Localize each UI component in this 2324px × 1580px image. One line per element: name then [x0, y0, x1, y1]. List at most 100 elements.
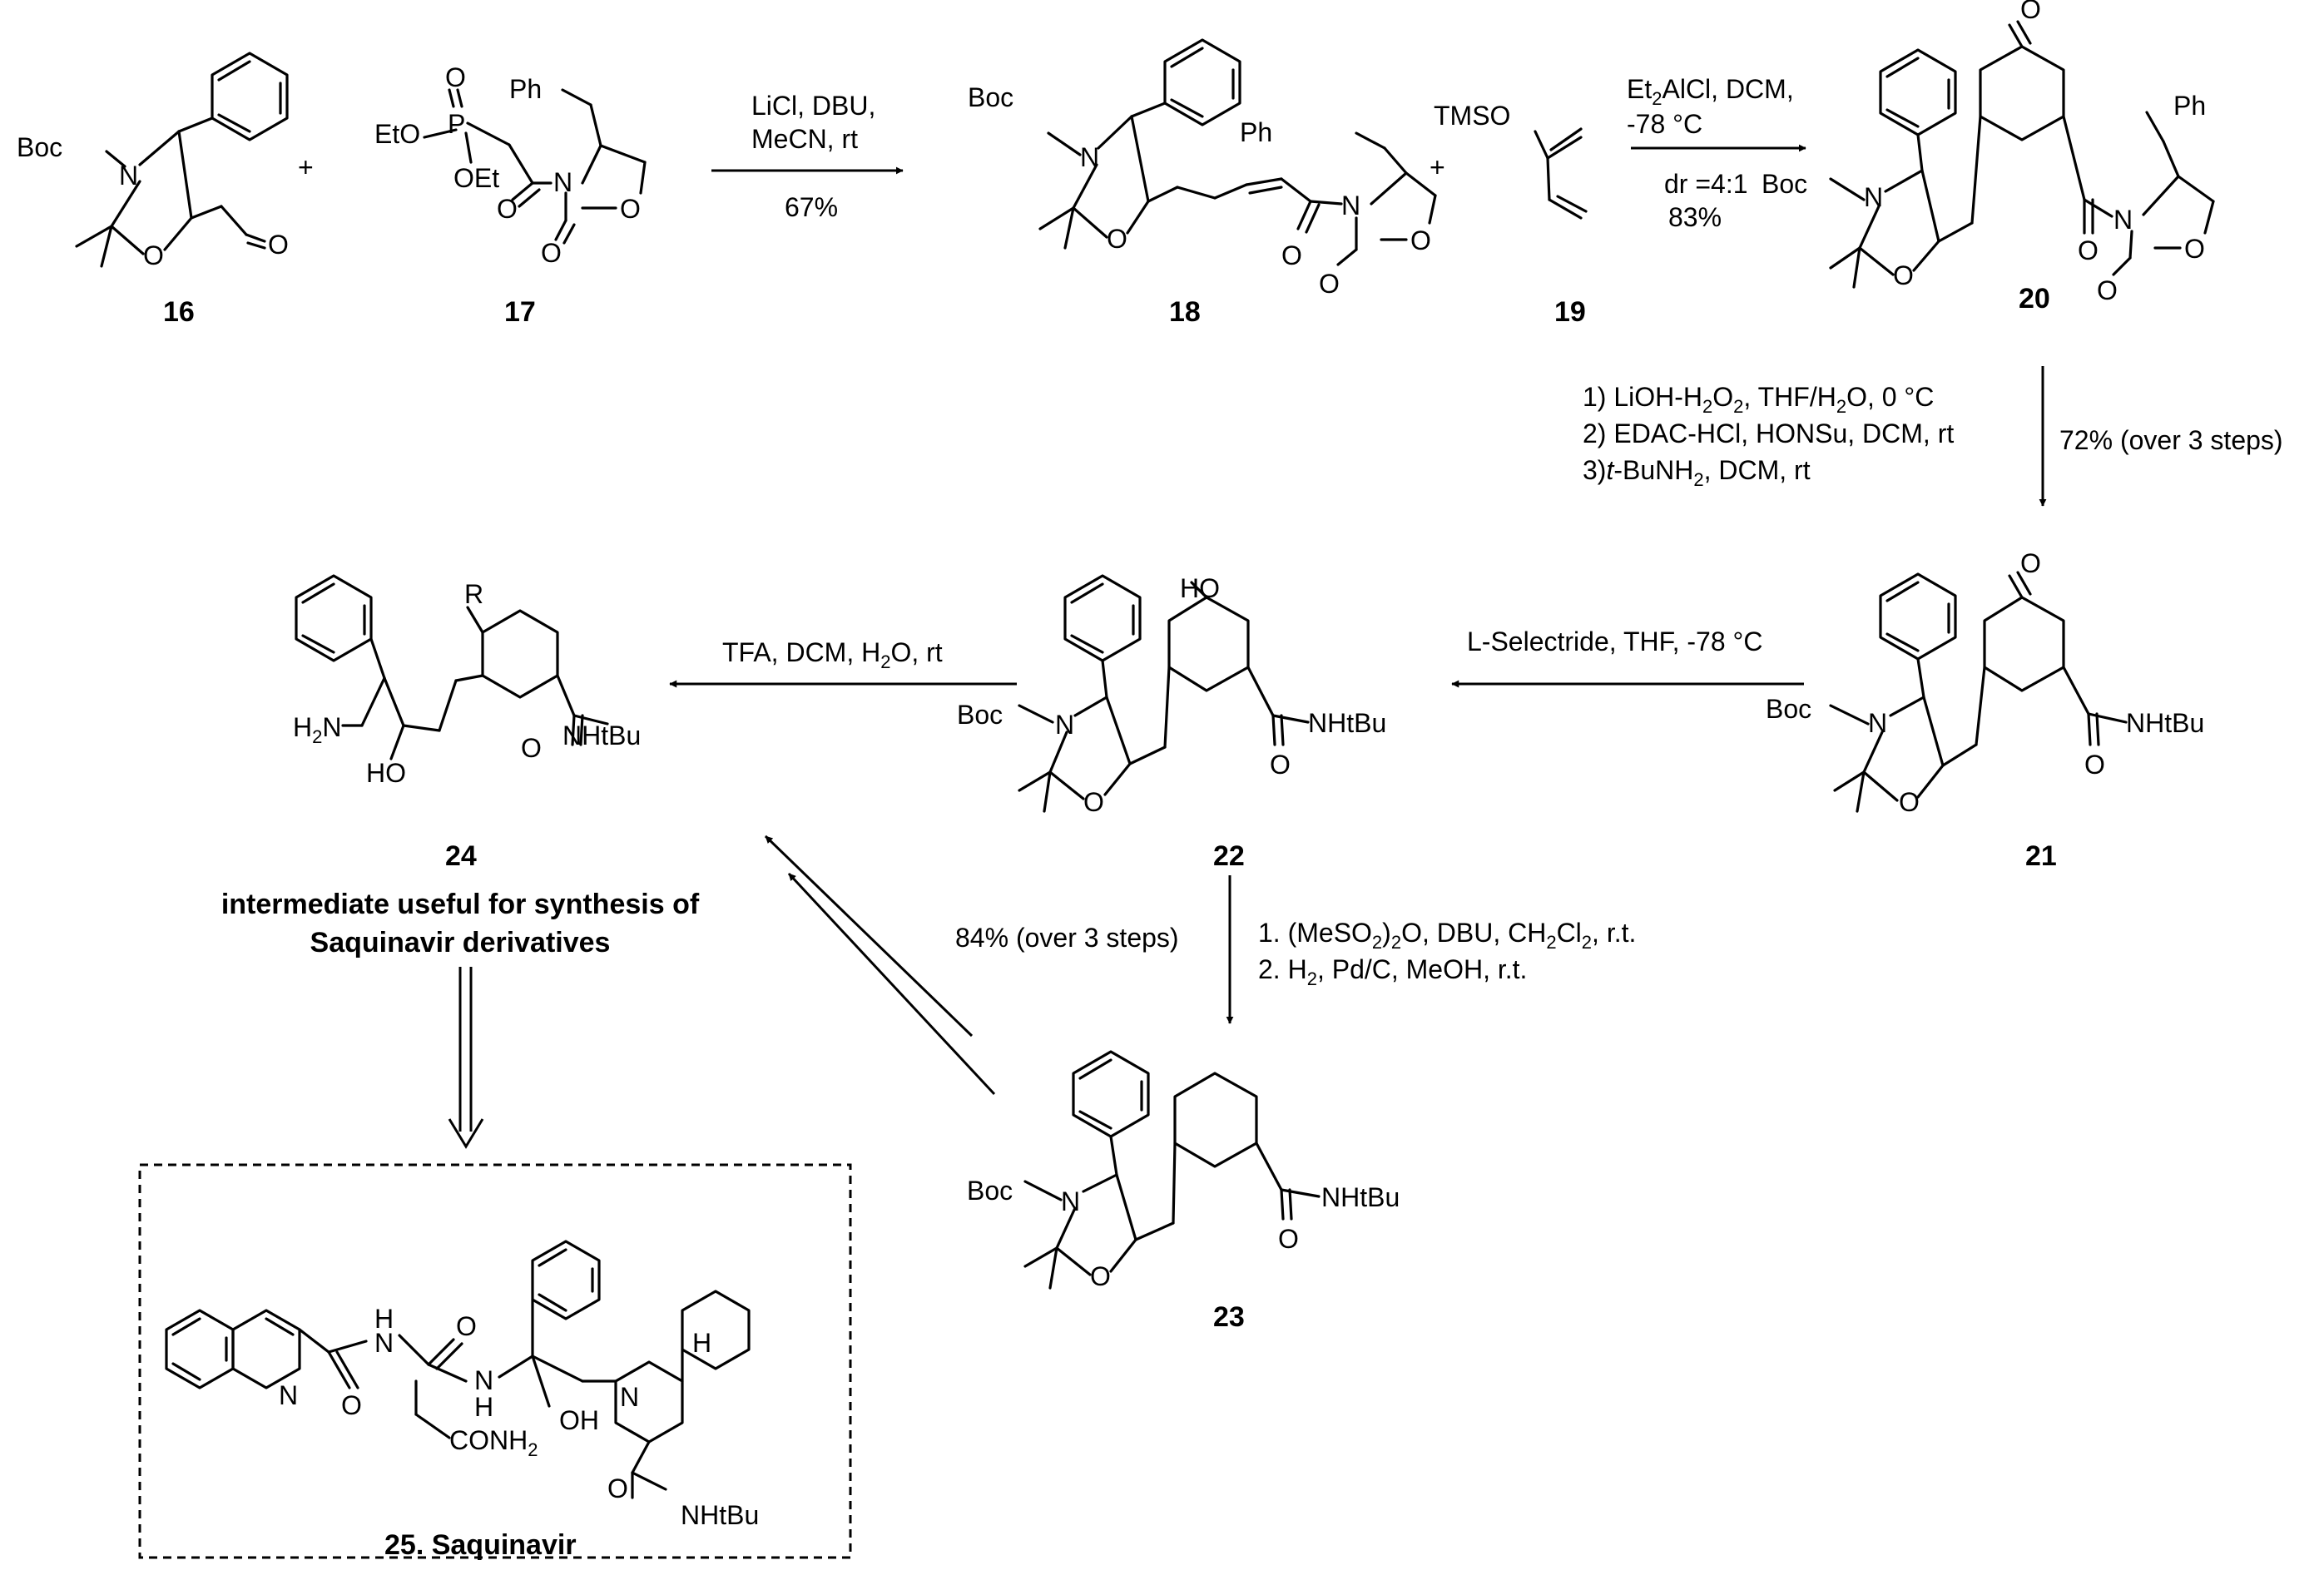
- ring-oxygen-label: O: [2184, 234, 2205, 264]
- compound-number: 21: [2025, 840, 2057, 872]
- hydroxyl-label: HO: [366, 758, 406, 788]
- compound-21-bonds: [1829, 571, 2128, 813]
- step-2: 2. H2, Pd/C, MeOH, r.t.: [1258, 954, 1527, 989]
- compound-number: 20: [2019, 283, 2050, 315]
- ethoxy-label-2: OEt: [453, 163, 499, 193]
- reaction-arrow-4: L-Selectride, THF, -78 °C: [1451, 627, 1804, 688]
- reaction-arrow-1: LiCl, DBU, MeCN, rt 67%: [711, 91, 904, 222]
- carbonyl-oxygen-label-2: O: [541, 238, 562, 268]
- carbonyl-oxygen-label: O: [1281, 240, 1302, 270]
- ethoxy-label: EtO: [374, 119, 420, 149]
- step-3: 3)t-BuNH2, DCM, rt: [1583, 455, 1811, 490]
- reagents-line-1: Et2AlCl, DCM,: [1627, 74, 1794, 109]
- compound-23-bonds: [1023, 1050, 1321, 1290]
- compound-18: Boc N O Ph N O O O 18: [968, 38, 1437, 328]
- compound-number: 17: [504, 296, 536, 328]
- tmso-label: TMSO: [1434, 101, 1510, 131]
- reagents-line-1: LiCl, DBU,: [751, 91, 875, 121]
- carbonyl-oxygen-label: O: [2084, 750, 2105, 780]
- compound-24: R H2N HO NHtBu O 24 intermediate useful …: [221, 574, 700, 958]
- compound-20: O Ph Boc N O N O O O 20: [1762, 0, 2215, 315]
- carboxamide-label: CONH2: [449, 1425, 538, 1460]
- reagents-label: TFA, DCM, H2O, rt: [722, 637, 943, 672]
- phenyl-label: Ph: [1240, 117, 1272, 147]
- plus-sign-2: +: [1430, 152, 1445, 182]
- nitrogen-label: N: [553, 167, 572, 197]
- saquinavir-label: 25. Saquinavir: [384, 1529, 577, 1561]
- isoquinoline-nitrogen-label: N: [620, 1382, 639, 1412]
- reaction-arrows-23-to-24: [764, 835, 996, 1096]
- amide-label: NHtBu: [1321, 1182, 1400, 1212]
- amide-nitrogen-label: N: [374, 1328, 394, 1358]
- carbonyl-oxygen-label-2: O: [1319, 269, 1340, 299]
- amide-h-label-2: H: [474, 1392, 493, 1422]
- carbonyl-oxygen-label: O: [497, 194, 518, 224]
- carbonyl-oxygen-label-2: O: [456, 1311, 477, 1341]
- dr-label: dr =4:1: [1664, 169, 1748, 199]
- reaction-arrow-3: 1) LiOH-H2O2, THF/H2O, 0 °C 2) EDAC-HCl,…: [1583, 366, 2283, 507]
- boc-label: Boc: [957, 700, 1003, 730]
- amide-label: NHtBu: [2126, 708, 2204, 738]
- compound-23: Boc N O NHtBu O 23: [967, 1050, 1400, 1333]
- carbonyl-oxygen-label: O: [341, 1390, 362, 1420]
- phosphoryl-oxygen-label: O: [445, 62, 466, 92]
- carbonyl-oxygen-label: O: [2078, 235, 2099, 265]
- aldehyde-oxygen-label: O: [268, 230, 289, 260]
- reagents-line-2: MeCN, rt: [751, 124, 858, 154]
- nitrogen-label: N: [1055, 710, 1074, 740]
- oxygen-label: O: [143, 240, 164, 270]
- compound-16-bonds: [75, 52, 289, 268]
- compound-number: 19: [1554, 296, 1586, 328]
- carbonyl-oxygen-label: O: [1270, 750, 1291, 780]
- compound-19: TMSO 19: [1434, 101, 1588, 328]
- carbonyl-oxygen-label: O: [521, 733, 542, 763]
- boc-label: Boc: [17, 132, 62, 162]
- nitrogen-label: N: [1868, 708, 1887, 738]
- ketone-oxygen-label: O: [2020, 0, 2041, 24]
- oxygen-label: O: [1899, 787, 1920, 817]
- quinoline-nitrogen-label: N: [279, 1380, 298, 1410]
- ring-fusion-h-label: H: [692, 1328, 711, 1358]
- boc-label: Boc: [1766, 694, 1811, 724]
- phenyl-label: Ph: [509, 74, 542, 104]
- reaction-arrow-5: TFA, DCM, H2O, rt: [669, 637, 1017, 688]
- carbonyl-oxygen-label-3: O: [607, 1474, 628, 1503]
- nitrogen-label-2: N: [2113, 205, 2133, 235]
- phenyl-label: Ph: [2173, 91, 2206, 121]
- yield-label: 67%: [785, 192, 838, 222]
- compound-17-bonds: [423, 88, 647, 245]
- r-group-label: R: [464, 579, 483, 609]
- nitrogen-label-2: N: [1341, 191, 1360, 220]
- saquinavir-box: N O H N O N H OH N H CONH2 O NHtBu 25. S…: [138, 1163, 852, 1561]
- nitrogen-label: N: [1080, 142, 1099, 172]
- nitrogen-label: N: [1864, 182, 1883, 212]
- compound-24-bonds: [295, 574, 609, 760]
- nitrogen-label: N: [119, 161, 138, 191]
- reagents-label: L-Selectride, THF, -78 °C: [1467, 627, 1762, 656]
- reagents-line-2: -78 °C: [1627, 109, 1702, 139]
- compound-number: 23: [1213, 1301, 1245, 1333]
- compound-number: 24: [445, 840, 477, 872]
- carbonyl-oxygen-label: O: [1278, 1224, 1299, 1254]
- compound-number: 18: [1169, 296, 1201, 328]
- hydroxyl-label: HO: [1180, 573, 1220, 603]
- oxygen-label: O: [1893, 260, 1914, 290]
- step-1: 1) LiOH-H2O2, THF/H2O, 0 °C: [1583, 382, 1934, 417]
- oxygen-label: O: [1083, 787, 1104, 817]
- compound-22: HO Boc N O NHtBu O 22: [957, 573, 1386, 872]
- oxygen-label: O: [1107, 224, 1127, 254]
- yield-label: 72% (over 3 steps): [2059, 425, 2283, 455]
- compound-number: 16: [163, 296, 195, 328]
- ketone-oxygen-label: O: [2020, 548, 2041, 578]
- retrosynthetic-arrow: [448, 967, 484, 1149]
- boc-label: Boc: [1762, 169, 1807, 199]
- ring-oxygen-label: O: [620, 194, 641, 224]
- compound-19-bonds: [1534, 127, 1588, 220]
- amide-label: NHtBu: [562, 721, 641, 750]
- boc-label: Boc: [967, 1176, 1013, 1206]
- yield-label: 84% (over 3 steps): [955, 923, 1179, 953]
- compound-17: EtO P O OEt Ph N O O O 17: [374, 62, 647, 328]
- tert-butylamide-label: NHtBu: [681, 1500, 759, 1530]
- carbonyl-oxygen-label-2: O: [2097, 275, 2118, 305]
